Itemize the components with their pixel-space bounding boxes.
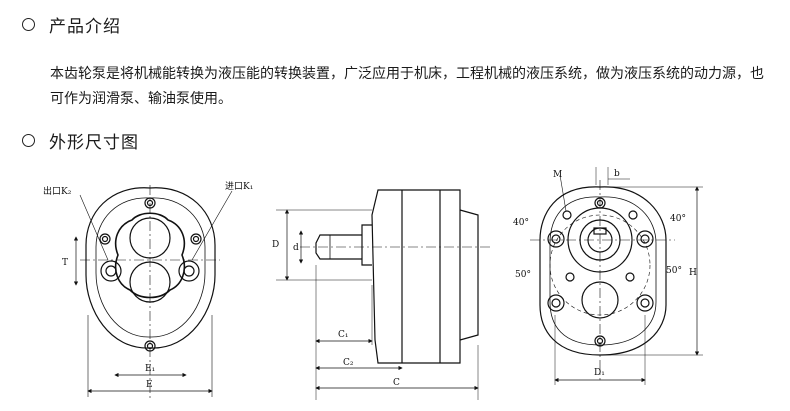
section-heading-intro: 产品介绍 <box>22 12 121 37</box>
section-heading-dims: 外形尺寸图 <box>22 128 139 153</box>
circle-bullet-icon <box>22 134 35 147</box>
dim-d-small-label: d <box>293 243 299 253</box>
dim-t-label: T <box>62 258 68 268</box>
side-view-drawing <box>276 189 490 400</box>
dim-h-label: H <box>689 268 697 278</box>
dim-c-label: C <box>393 378 400 388</box>
outlet-label: 出口K₂ <box>43 185 72 197</box>
angle-bottom-left-label: 50° <box>515 270 531 280</box>
section-title-dims: 外形尺寸图 <box>49 133 139 153</box>
section-title-intro: 产品介绍 <box>49 17 121 37</box>
angle-bottom-right-label: 50° <box>666 266 682 276</box>
dim-c1-label: C₁ <box>338 330 349 340</box>
dimension-drawings: 出口K₂ 进口K₁ T E₁ E D d C₁ C₂ C <box>43 167 703 400</box>
circle-bullet-icon <box>22 18 35 31</box>
rear-view-drawing <box>530 167 703 385</box>
angle-top-right-label: 40° <box>670 214 686 224</box>
intro-paragraph: 本齿轮泵是将机械能转换为液压能的转换装置，广泛应用于机床，工程机械的液压系统，做… <box>50 66 764 107</box>
dim-b-label: b <box>614 169 620 179</box>
dim-m-label: M <box>553 170 562 180</box>
inlet-label: 进口K₁ <box>225 181 253 192</box>
dim-d1-label: D₁ <box>594 368 605 378</box>
dim-d-label: D <box>272 240 279 250</box>
front-view-drawing <box>73 185 233 400</box>
angle-top-left-label: 40° <box>513 218 529 228</box>
dim-e-label: E <box>146 380 153 390</box>
dim-c2-label: C₂ <box>343 358 354 368</box>
dim-e1-label: E₁ <box>145 364 155 374</box>
